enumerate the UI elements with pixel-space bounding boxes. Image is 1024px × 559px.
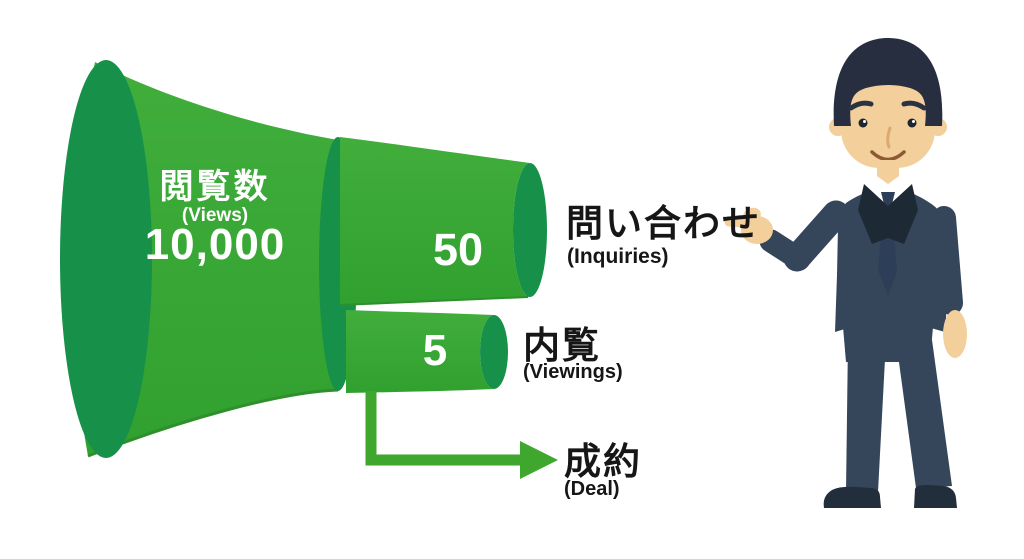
eyebrow-right [901, 100, 927, 111]
eye-left-highlight [863, 120, 866, 123]
funnel-cylinder-viewings [346, 310, 494, 393]
stage-deal-sublabel: (Deal) [564, 478, 620, 500]
pointing-hand-index-finger [724, 217, 762, 229]
tie-knot [881, 192, 895, 204]
stage-viewings-value: 5 [422, 326, 448, 375]
hair [833, 38, 943, 126]
funnel-cylinder-inquiries-bottom-edge [339, 296, 529, 306]
stage-views-sublabel: (Views) [181, 205, 249, 226]
stage-viewings-label: 内覧 [523, 325, 601, 366]
eye-left [858, 118, 868, 128]
funnel-cap-viewings [480, 315, 508, 389]
stage-views-label: 閲覧数 [159, 168, 271, 206]
stage-inquiries-sublabel: (Inquiries) [567, 245, 669, 268]
hand-right [943, 310, 967, 358]
eye-right-highlight [912, 120, 915, 123]
funnel-cap-inquiries [513, 163, 547, 297]
funnel-mouth-opening [60, 60, 152, 458]
shoe-left [823, 486, 881, 508]
shoe-right [914, 485, 957, 508]
eye-right [907, 118, 917, 128]
trouser-leg-left [846, 340, 886, 492]
trouser-leg-right [896, 340, 952, 488]
nose [886, 126, 892, 149]
pointing-hand-thumb [743, 207, 761, 223]
stage-inquiries-label: 問い合わせ [566, 203, 761, 244]
stage-views-value: 10,000 [144, 220, 286, 269]
stage-viewings-sublabel: (Viewings) [523, 361, 623, 383]
stage-deal-label: 成約 [564, 441, 642, 482]
stage-inquiries-value: 50 [432, 224, 484, 275]
deal-arrow-head [520, 441, 558, 479]
funnel-cylinder-inquiries [340, 137, 530, 305]
lapel-left [858, 184, 888, 244]
eyebrow-left [848, 100, 874, 111]
funnel-graphic [60, 60, 558, 479]
lapel-right [888, 184, 918, 244]
deal-arrow-line [365, 391, 522, 466]
arm-left-forearm [759, 229, 811, 271]
mouth-smile [870, 150, 906, 162]
arm-right-sleeve [932, 206, 963, 315]
businessman-illustration [724, 38, 967, 508]
pointing-hand [724, 207, 773, 244]
